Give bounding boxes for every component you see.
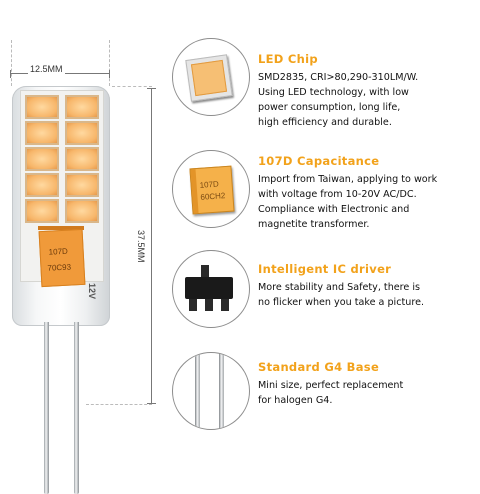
- description-line: high efficiency and durable.: [258, 117, 392, 128]
- led-chip-body: [185, 54, 233, 102]
- capacitor-marking: 60CH2: [200, 191, 226, 202]
- height-dimension: [147, 88, 156, 404]
- description-line: with voltage from 10-20V AC/DC.: [258, 189, 417, 200]
- description-line: no flicker when you take a picture.: [258, 297, 425, 308]
- guide-line: [109, 40, 110, 86]
- led-chip: [65, 95, 99, 119]
- ic-driver-icon: [172, 250, 250, 328]
- g4-pin: [195, 353, 200, 429]
- capacitor-marking: 107D: [199, 179, 220, 190]
- description-line: for halogen G4.: [258, 395, 333, 406]
- led-chip: [25, 147, 59, 171]
- feature-description: Import from Taiwan, applying to work wit…: [258, 172, 476, 232]
- description-line: Mini size, perfect replacement: [258, 380, 404, 391]
- description-line: Import from Taiwan, applying to work: [258, 174, 438, 185]
- height-label: 37.5MM: [136, 228, 146, 265]
- led-chip-icon: [172, 38, 250, 116]
- description-line: SMD2835, CRI>80,290-310LM/W.: [258, 72, 419, 83]
- feature-description: More stability and Safety, there is no f…: [258, 280, 476, 310]
- g4-base-icon: [172, 352, 250, 430]
- led-chip: [65, 121, 99, 145]
- led-chip: [25, 121, 59, 145]
- capacitor-marking: 107D: [48, 246, 69, 257]
- guide-line: [112, 86, 152, 87]
- led-chip: [25, 199, 59, 223]
- feature-description: SMD2835, CRI>80,290-310LM/W. Using LED t…: [258, 70, 476, 130]
- bulb-capacitor: 107D 70C93: [38, 228, 86, 288]
- capacitor-strip: [38, 226, 84, 230]
- g4-pin: [219, 353, 224, 429]
- ic-pin: [189, 299, 197, 311]
- guide-line: [11, 40, 12, 86]
- tantalum-capacitor: 107D 60CH2: [189, 165, 235, 215]
- capacitor-marking: 70C93: [47, 262, 72, 273]
- width-label: 12.5MM: [28, 64, 65, 74]
- ic-pin: [221, 299, 229, 311]
- g4-bulb: 107D 70C93 12V: [12, 86, 110, 494]
- bulb-pin: [44, 322, 49, 494]
- feature-title: Standard G4 Base: [258, 360, 380, 374]
- capacitor-band: [190, 169, 199, 214]
- led-chip: [25, 95, 59, 119]
- ic-chip-body: [185, 277, 233, 299]
- led-chip-face: [190, 59, 228, 97]
- description-line: Using LED technology, with low: [258, 87, 409, 98]
- bulb-pin: [74, 322, 79, 494]
- voltage-marking: 12V: [87, 282, 98, 300]
- description-line: More stability and Safety, there is: [258, 282, 421, 293]
- capacitor-icon: 107D 60CH2: [172, 150, 250, 228]
- ic-pin: [205, 299, 213, 311]
- ic-pin: [201, 265, 209, 277]
- description-line: power consumption, long life,: [258, 102, 401, 113]
- feature-title: Intelligent IC driver: [258, 262, 392, 276]
- description-line: magnetite transformer.: [258, 219, 370, 230]
- feature-title: 107D Capacitance: [258, 154, 380, 168]
- guide-line: [86, 404, 152, 405]
- feature-description: Mini size, perfect replacement for halog…: [258, 378, 476, 408]
- led-chip: [65, 199, 99, 223]
- led-chip: [25, 173, 59, 197]
- led-chip: [65, 147, 99, 171]
- led-chip: [65, 173, 99, 197]
- feature-title: LED Chip: [258, 52, 318, 66]
- description-line: Compliance with Electronic and: [258, 204, 410, 215]
